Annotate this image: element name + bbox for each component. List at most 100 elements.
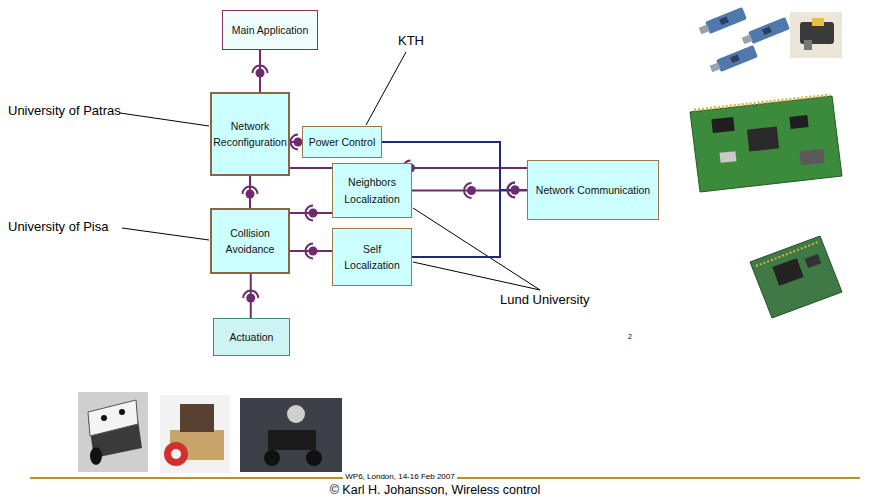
radio-module-photo [762, 27, 772, 36]
processor-board-photo [750, 236, 842, 318]
connector [290, 244, 332, 259]
interface-ball [309, 247, 318, 256]
interface-socket [243, 187, 258, 194]
radio-module-photo [699, 24, 710, 34]
leader-lines [120, 52, 540, 290]
module-box: Power Control [302, 126, 382, 158]
robot-photo [306, 450, 322, 466]
connector [243, 274, 258, 318]
robot-photo [240, 398, 342, 472]
radio-module-photo [698, 7, 747, 37]
robot-photo [90, 447, 102, 465]
box-text: Power Control [309, 134, 376, 150]
box-text: Self Localization [336, 241, 408, 274]
interface-ball [256, 69, 265, 78]
radio-module-photo [730, 55, 740, 64]
circuit-board-photo [690, 95, 842, 192]
interface-ball [246, 190, 255, 199]
radio-module-photo [748, 17, 790, 44]
module-box: Neighbors Localization [332, 163, 412, 218]
interface-socket [464, 183, 472, 198]
connector [290, 135, 303, 150]
circuit-board-photo [690, 96, 842, 192]
module-box: Collision Avoidance [210, 208, 290, 274]
leader-lines [413, 208, 540, 290]
interface-ball [309, 209, 318, 218]
interface-socket [253, 66, 268, 74]
robot-photo [160, 395, 230, 473]
leader-lines [366, 52, 406, 125]
partner-label: University of Patras [8, 103, 121, 118]
circuit-board-photo [789, 115, 808, 129]
robot-photo [164, 442, 188, 466]
module-box: Network Reconfiguration [210, 92, 290, 176]
robot-photo [78, 392, 148, 472]
processor-board-photo [750, 236, 842, 318]
robot-photo [240, 398, 342, 472]
robot-photo [171, 449, 181, 459]
sensor-photo [790, 12, 842, 58]
partner-label: Lund University [500, 292, 590, 307]
radio-module-photo [709, 45, 758, 75]
box-text: Actuation [230, 329, 274, 345]
connector-line [412, 190, 527, 257]
robot-photo [287, 405, 305, 423]
leader-lines [413, 262, 540, 290]
radio-module-photo [710, 62, 721, 72]
circuit-board-photo [720, 151, 737, 163]
circuit-board-photo [799, 149, 824, 165]
interface-ball [511, 186, 520, 195]
box-text: Collision Avoidance [215, 225, 285, 258]
robot-photo [180, 404, 214, 432]
robot-photo [101, 415, 107, 421]
radio-module-photo [716, 45, 758, 72]
radio-module-photo [698, 7, 790, 75]
robot-photo [160, 395, 230, 473]
circuit-board-photo [694, 95, 830, 110]
interface-socket [243, 291, 258, 299]
connector [412, 183, 527, 258]
processor-board-photo [756, 242, 818, 266]
robot-photo [119, 409, 125, 415]
partner-label: KTH [398, 33, 424, 48]
interface-ball [467, 186, 476, 195]
interface-socket [291, 135, 299, 150]
interface-ball [511, 186, 520, 195]
connector [290, 206, 332, 221]
processor-board-photo [772, 258, 803, 286]
module-box: Network Communication [527, 160, 659, 220]
interface-socket [508, 183, 515, 198]
module-box: Self Localization [332, 228, 412, 286]
connector [253, 50, 268, 92]
radio-module-photo [705, 7, 747, 34]
radio-module-photo [719, 17, 729, 26]
footer-copyright: © Karl H. Johansson, Wireless control [300, 483, 570, 497]
circuit-board-photo [711, 117, 734, 133]
box-text: Neighbors Localization [336, 174, 408, 207]
leader-lines [122, 228, 209, 240]
application-box: Main Application [222, 10, 318, 50]
actuation-box: Actuation [213, 318, 290, 356]
box-text: Main Application [232, 22, 308, 38]
interface-socket [306, 206, 313, 221]
sensor-photo [790, 12, 842, 58]
connector [243, 176, 258, 208]
leader-lines [120, 113, 209, 126]
radio-module-photo [742, 34, 753, 44]
sensor-photo [812, 18, 824, 26]
robot-photo [88, 400, 138, 436]
radio-module-photo [741, 17, 790, 47]
robot-photo [268, 430, 316, 450]
sensor-photo [804, 40, 812, 50]
interface-ball [246, 294, 255, 303]
box-text: Network Reconfiguration [213, 118, 287, 151]
robot-photo [78, 392, 148, 472]
partner-label: University of Pisa [8, 219, 108, 234]
page-number: 2 [628, 333, 632, 340]
processor-board-photo [805, 254, 822, 268]
box-text: Network Communication [536, 182, 650, 198]
footer-event: WP6, London, 14-16 Feb 2007 [343, 472, 456, 481]
